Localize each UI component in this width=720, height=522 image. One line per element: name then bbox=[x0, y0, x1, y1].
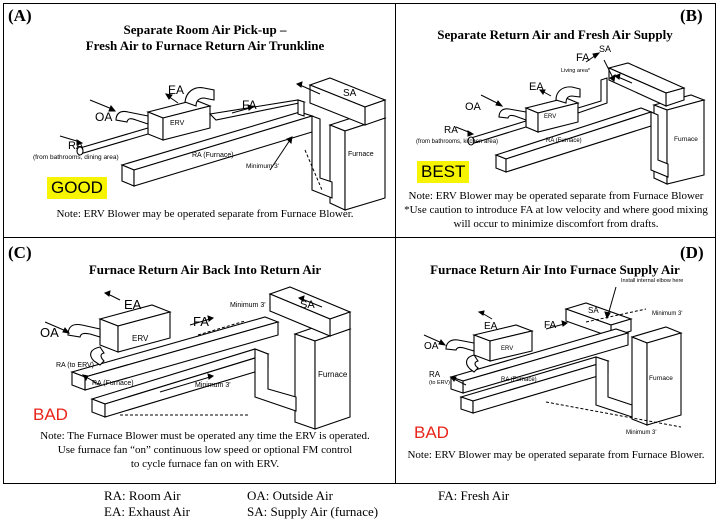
minimum-bottom-label: Minimum 3' bbox=[195, 382, 231, 389]
furnace-label: Furnace bbox=[318, 370, 348, 379]
panel-a-note: Note: ERV Blower may be operated separat… bbox=[56, 208, 354, 220]
erv-label: ERV bbox=[170, 120, 185, 127]
sa-label: SA bbox=[588, 306, 599, 315]
panel-d-title: Furnace Return Air Into Furnace Supply A… bbox=[430, 262, 680, 277]
vertical-divider bbox=[395, 3, 396, 484]
panel-d-note: Note: ERV Blower may be operated separat… bbox=[407, 449, 705, 461]
sa-label: SA bbox=[300, 299, 315, 311]
ra-furnace-label: RA (Furnace) bbox=[501, 377, 537, 383]
panel-c-title: Furnace Return Air Back Into Return Air bbox=[88, 262, 322, 277]
erv-label: ERV bbox=[501, 346, 513, 352]
panel-b-note-line3: will occur to minimize discomfort from d… bbox=[453, 218, 659, 230]
erv-box bbox=[162, 105, 211, 141]
legend-oa: OA: Outside Air bbox=[247, 488, 333, 503]
minimum-bottom-label: Minimum 3' bbox=[626, 430, 656, 436]
ea-label: EA bbox=[168, 83, 184, 97]
furnace-box bbox=[646, 332, 682, 426]
panel-b-title: Separate Return Air and Fresh Air Supply bbox=[437, 27, 673, 42]
fa-label: FA bbox=[193, 314, 209, 329]
ra-furnace-label: RA (Furnace) bbox=[92, 380, 134, 387]
sa-label: SA bbox=[343, 88, 357, 99]
horizontal-divider bbox=[3, 237, 716, 238]
panel-b-letter: (B) bbox=[680, 6, 703, 25]
install-label: Install internal elbow here bbox=[621, 278, 683, 284]
ea-label: EA bbox=[124, 297, 142, 312]
fa-label: FA bbox=[576, 52, 590, 64]
legend-fa: FA: Fresh Air bbox=[438, 488, 510, 503]
furnace-label: Furnace bbox=[348, 151, 374, 158]
panel-c-note-line3: to cycle furnace fan on with ERV. bbox=[130, 458, 280, 470]
panel-d-letter: (D) bbox=[680, 243, 704, 262]
minimum-top-label: Minimum 3' bbox=[230, 302, 266, 309]
minimum-top-label: Minimum 3' bbox=[652, 311, 682, 317]
ra-label: RA bbox=[444, 125, 458, 136]
panel-a-title-line2: Fresh Air to Furnace Return Air Trunklin… bbox=[85, 38, 325, 53]
panel-c-letter: (C) bbox=[8, 243, 32, 262]
oa-label: OA bbox=[465, 101, 482, 113]
ra-label: RA bbox=[68, 140, 84, 152]
ra-label: RA bbox=[429, 370, 441, 379]
legend-ea: EA: Exhaust Air bbox=[104, 504, 190, 519]
fa-label: FA bbox=[242, 98, 257, 112]
panel-c-note: Note: The Furnace Blower must be operate… bbox=[20, 429, 390, 471]
minimum-label: Minimum 3' bbox=[246, 163, 279, 170]
panel-a-title-line1: Separate Room Air Pick-up – bbox=[123, 22, 287, 37]
fa-sub-label: Living area* bbox=[561, 68, 591, 74]
panel-a-rating: GOOD bbox=[47, 177, 107, 199]
oa-label: OA bbox=[424, 341, 439, 352]
ea-label: EA bbox=[484, 321, 498, 332]
panel-a-title: Separate Room Air Pick-up – Fresh Air to… bbox=[40, 22, 370, 54]
ra-furnace-label: RA (Furnace) bbox=[192, 152, 234, 159]
panel-b-rating: BEST bbox=[417, 161, 470, 183]
furnace-box bbox=[666, 99, 705, 185]
panel-a-letter: (A) bbox=[8, 6, 32, 25]
erv-label: ERV bbox=[544, 114, 556, 120]
furnace-box bbox=[314, 328, 351, 430]
sa-label: SA bbox=[599, 44, 611, 54]
erv-box bbox=[489, 330, 533, 362]
furnace-label: Furnace bbox=[649, 375, 673, 382]
legend-sa: SA: Supply Air (furnace) bbox=[247, 504, 379, 519]
ra-sub-label: (to ERV) bbox=[429, 380, 450, 386]
panel-c-rating: BAD bbox=[33, 405, 68, 424]
oa-label: OA bbox=[95, 110, 112, 124]
oa-label: OA bbox=[40, 325, 59, 340]
ra-sub-label: (from bathrooms, dining area) bbox=[33, 154, 119, 161]
ra-erv-label: RA (to ERV) bbox=[56, 362, 94, 369]
panel-c-note-line1: Note: The Furnace Blower must be operate… bbox=[40, 430, 370, 442]
panel-b-diagram: FA Living area* SA EA OA ERV RA (from ba… bbox=[416, 44, 706, 185]
diagram-frame bbox=[3, 3, 716, 484]
panel-c-diagram: EA OA ERV FA SA RA (to ERV) RA (Furnace)… bbox=[40, 286, 352, 430]
erv-box bbox=[117, 311, 171, 353]
panel-b-note-line2: *Use caution to introduce FA at low velo… bbox=[404, 204, 708, 216]
fa-label: FA bbox=[544, 320, 557, 331]
erv-box bbox=[537, 102, 579, 133]
panel-b-note-line1: Note: ERV Blower may be operated separat… bbox=[408, 190, 704, 202]
furnace-box bbox=[344, 117, 386, 211]
panel-a-diagram: EA OA ERV FA SA RA (from bathrooms, dini… bbox=[33, 77, 387, 211]
furnace-label: Furnace bbox=[674, 136, 698, 143]
ra-furnace-label: RA (Furnace) bbox=[546, 138, 582, 144]
ra-sub-label: (from bathrooms, kitchen area) bbox=[416, 139, 498, 145]
legend-ra: RA: Room Air bbox=[104, 488, 181, 503]
ea-label: EA bbox=[529, 81, 544, 93]
panel-d-rating: BAD bbox=[414, 423, 449, 442]
panel-c-note-line2: Use furnace fan “on” continuous low spee… bbox=[57, 444, 353, 456]
panel-b-note: Note: ERV Blower may be operated separat… bbox=[398, 189, 714, 231]
erv-label: ERV bbox=[132, 334, 149, 343]
panel-d-diagram: Install internal elbow here SA Minimum 3… bbox=[423, 278, 683, 436]
